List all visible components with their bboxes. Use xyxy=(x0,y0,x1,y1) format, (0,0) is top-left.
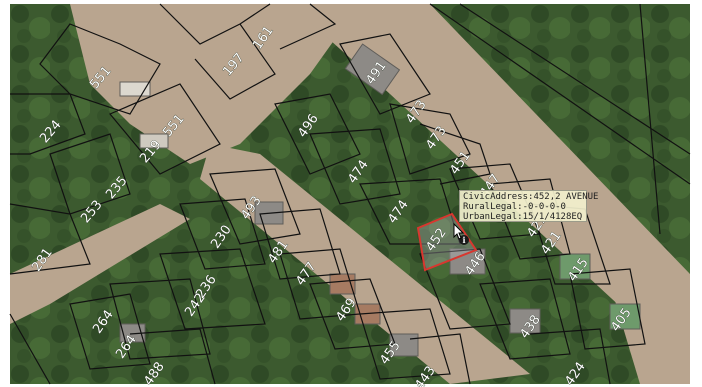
parcel-boundaries xyxy=(9,3,691,385)
road-lower xyxy=(10,204,190,324)
pointer-cursor-icon xyxy=(453,222,465,240)
road-upper xyxy=(70,4,360,164)
info-icon[interactable]: i xyxy=(459,235,469,245)
houses xyxy=(119,43,641,357)
rural-legal-text: RuralLegal:-0-0-0-0 xyxy=(463,202,566,212)
selected-parcel-452[interactable] xyxy=(416,212,478,272)
parcel-info-tooltip: CivicAddress:452,2 AVENUE RuralLegal:-0-… xyxy=(459,190,599,222)
urban-legal-text: UrbanLegal:15/1/4128EQ xyxy=(463,212,583,222)
civic-address-text: CivicAddress:452,2 AVENUE xyxy=(463,192,599,202)
road-diagonal-main xyxy=(290,4,690,334)
